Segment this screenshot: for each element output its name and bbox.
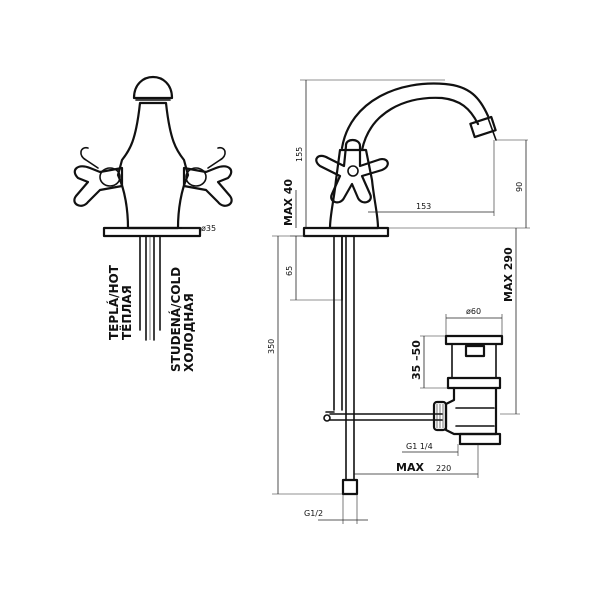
spout-tip-ring bbox=[487, 117, 497, 141]
dim-153-text: 153 bbox=[416, 202, 431, 211]
dim-3550-text: 35 –50 bbox=[410, 340, 423, 380]
left-valve-cap bbox=[99, 167, 121, 187]
cross-handle bbox=[315, 138, 389, 204]
dim-g114-text: G1 1/4 bbox=[406, 442, 433, 451]
right-handle bbox=[182, 165, 233, 207]
bottom-fitting bbox=[341, 478, 359, 496]
drain-flange bbox=[444, 334, 504, 346]
left-handle bbox=[73, 165, 124, 207]
dim-90-text: 90 bbox=[515, 182, 524, 192]
base-plate bbox=[102, 226, 202, 238]
label-cold-ru: ХОЛОДНАЯ bbox=[182, 293, 196, 372]
dim-220-text: 220 bbox=[436, 464, 451, 473]
right-valve-cap bbox=[185, 167, 207, 187]
front-view: ø35 TEPLÁ/HOT ТЁПЛАЯ STUDENÁ/COLD ХОЛОДН… bbox=[73, 75, 233, 372]
dim-65-text: 65 bbox=[285, 266, 294, 276]
rod-joint bbox=[323, 414, 331, 422]
dim-max290-text: MAX 290 bbox=[502, 247, 515, 302]
spout bbox=[340, 82, 490, 150]
aerator-dome bbox=[132, 75, 174, 100]
drain-nut bbox=[446, 376, 502, 390]
dim-max40-text: MAX 40 bbox=[282, 179, 295, 226]
dim-60-text: ø60 bbox=[466, 307, 481, 316]
spout-tip bbox=[469, 115, 497, 139]
dim-35-text: ø35 bbox=[201, 224, 216, 233]
handle-hub bbox=[347, 165, 359, 177]
dim-155-text: 155 bbox=[295, 147, 304, 162]
drain-stopper bbox=[464, 344, 486, 358]
dim-g12-text: G1/2 bbox=[304, 509, 323, 518]
drain-outlet bbox=[458, 432, 502, 446]
faucet-body bbox=[116, 101, 190, 230]
label-cold: STUDENÁ/COLD bbox=[168, 267, 183, 372]
left-handle-top bbox=[80, 146, 99, 169]
dim-350-text: 350 bbox=[267, 339, 276, 354]
label-hot-ru: ТЁПЛАЯ bbox=[119, 285, 134, 340]
right-handle-top bbox=[207, 146, 226, 169]
label-hot: TEPLÁ/HOT bbox=[106, 264, 121, 340]
dim-220-max: MAX bbox=[396, 461, 424, 474]
spout-inner bbox=[360, 96, 480, 152]
side-view: 155 MAX 40 153 90 MAX 290 65 350 ø60 bbox=[267, 79, 530, 524]
drain-tail bbox=[444, 386, 498, 436]
side-base-plate bbox=[302, 226, 390, 238]
